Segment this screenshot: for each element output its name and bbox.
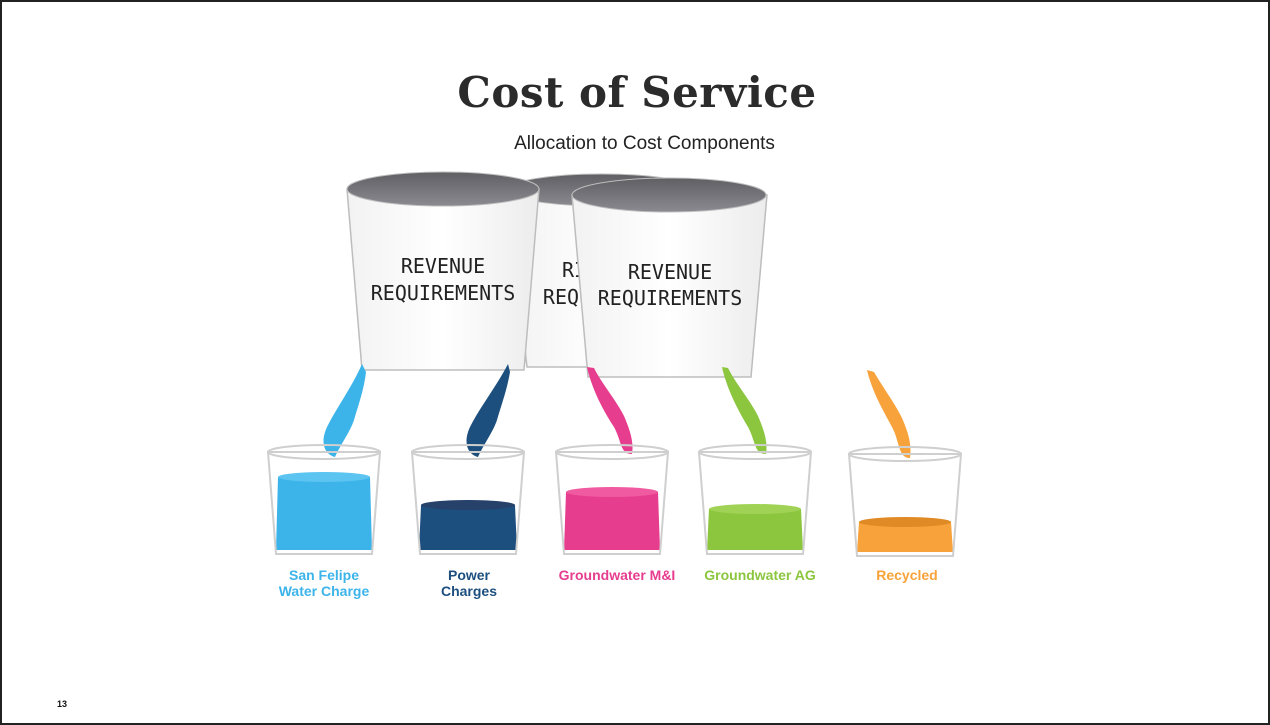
cup-label-san-felipe: San Felipe Water Charge [254, 567, 394, 599]
slide-subtitle: Allocation to Cost Components [514, 133, 775, 154]
cup-label-san-felipe-line1: San Felipe [288, 567, 360, 583]
stream-groundwater-mi [587, 367, 633, 454]
cup-label-groundwater-ag: Groundwater AG [690, 567, 830, 583]
cup-label-groundwater-mi: Groundwater M&I [542, 567, 692, 583]
cup-label-san-felipe-line2: Water Charge [278, 583, 370, 599]
bucket-left: REVENUE REQUIREMENTS [346, 171, 540, 371]
cup-groundwater-ag [697, 444, 813, 555]
bucket-left-line1: REVENUE [401, 254, 485, 278]
cup-label-groundwater-ag-line1: Groundwater AG [704, 567, 816, 583]
stream-power [466, 364, 510, 457]
bucket-right-line2: REQUIREMENTS [598, 286, 743, 310]
bucket-right: REVENUE REQUIREMENTS [571, 177, 768, 378]
cup-recycled [847, 446, 963, 557]
cup-label-recycled: Recycled [852, 567, 962, 583]
cup-label-groundwater-mi-line1: Groundwater M&I [558, 567, 676, 583]
cup-label-power-line1: Power [447, 567, 490, 583]
cup-san-felipe [266, 444, 382, 555]
stream-san-felipe [323, 364, 366, 457]
cup-label-power: Power Charges [410, 567, 528, 599]
cup-power [410, 444, 526, 555]
page-number: 13 [57, 699, 68, 709]
cup-label-recycled-line1: Recycled [876, 567, 938, 583]
stream-recycled [867, 370, 911, 458]
cup-label-power-line2: Charges [440, 583, 498, 599]
cup-groundwater-mi [554, 444, 670, 555]
stream-groundwater-ag [722, 367, 767, 454]
bucket-right-line1: REVENUE [628, 260, 712, 284]
slide-title: Cost of Service [457, 68, 817, 117]
bucket-left-line2: REQUIREMENTS [371, 281, 516, 305]
